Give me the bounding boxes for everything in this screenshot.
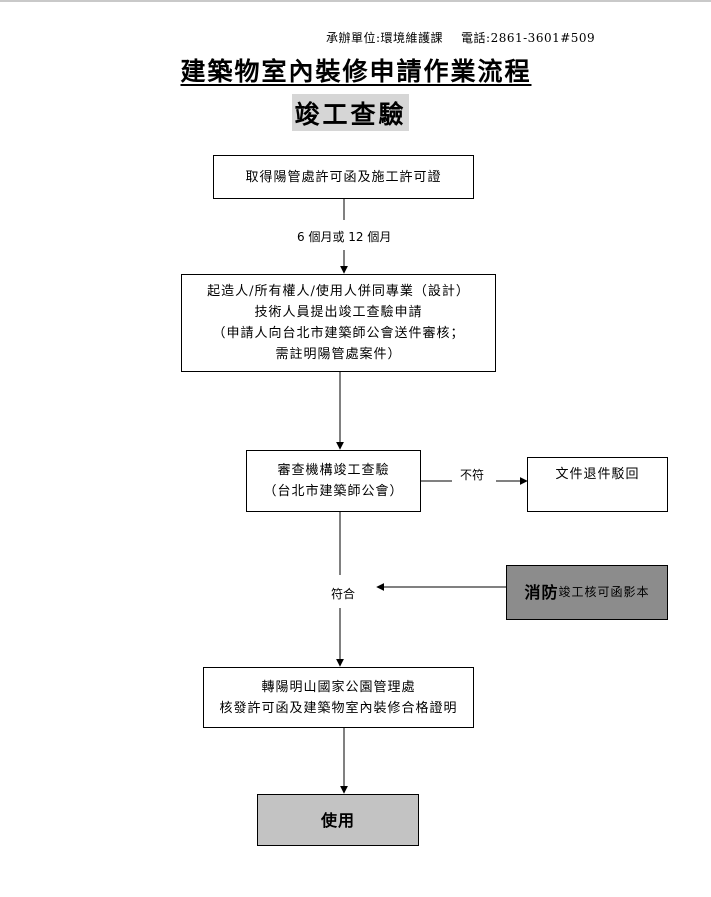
step-document-rejected: 文件退件駁回 [527,457,668,512]
edge-pass-label: 符合 [331,587,356,601]
step-rejected-label: 文件退件駁回 [555,467,640,482]
step-obtain-permit: 取得陽管處許可函及施工許可證 [213,155,474,199]
step-submit-line3: （申請人向台北市建築師公會送件審核； [212,326,465,341]
step-transfer-line2: 核發許可函及建築物室內裝修合格證明 [219,700,458,716]
fire-approval-bold: 消防 [524,583,559,602]
step-submit-line2: 技術人員提出竣工查驗申請 [254,305,423,320]
step-review-inspection: 審查機構竣工查驗 （台北市建築師公會） [246,450,421,512]
fire-approval-rest: 竣工核可函影本 [558,585,650,599]
step-review-line2: （台北市建築師公會） [263,484,404,499]
step-obtain-permit-label: 取得陽管處許可函及施工許可證 [245,169,442,185]
step-submit-application: 起造人/所有權人/使用人併同專業（設計） 技術人員提出竣工查驗申請 （申請人向台… [181,274,496,372]
page-title: 建築物室內裝修申請作業流程 [180,57,532,86]
step-transfer-line1: 轉陽明山國家公園管理處 [261,679,416,695]
contact-phone: 電話:2861-3601#509 [461,31,596,45]
edge-duration-label: 6 個月或 12 個月 [297,230,392,244]
step-use: 使用 [257,794,419,846]
contact-unit: 承辦單位:環境維護課 [326,31,444,45]
top-border-line [0,0,711,2]
page-subtitle: 竣工查驗 [292,94,409,131]
step-submit-line4: 需註明陽管處案件） [275,347,402,362]
step-submit-line1: 起造人/所有權人/使用人併同專業（設計） [207,284,470,299]
step-use-label: 使用 [320,810,355,830]
step-transfer-park-office: 轉陽明山國家公園管理處 核發許可函及建築物室內裝修合格證明 [203,667,474,728]
contact-info: 承辦單位:環境維護課 電話:2861-3601#509 [326,29,595,46]
step-review-line1: 審查機構竣工查驗 [277,463,390,478]
fire-approval-copy: 消防竣工核可函影本 [506,565,668,620]
edge-reject-label: 不符 [460,468,485,482]
